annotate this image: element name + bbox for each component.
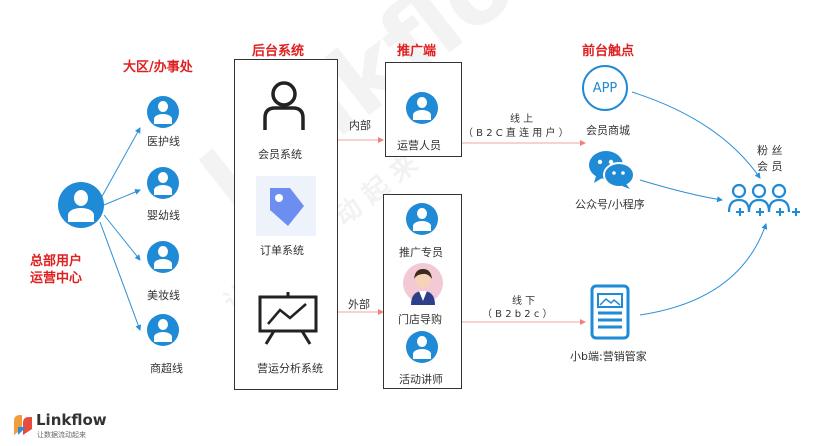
logo-name: Linkflow [36,411,107,429]
backend-item-label: 会员系统 [258,148,302,161]
online-label-line2: （ B 2 C 直 连 用 户 ） [463,128,569,139]
external-label: 外部 [348,298,370,311]
internal-label: 内部 [349,119,371,132]
backend-item-label: 营运分析系统 [257,362,323,375]
region-item-label: 美妆线 [147,289,180,302]
tag-icon [256,176,316,236]
offline-label-line2: （ B 2 b 2 c ） [482,309,553,320]
small-b-label: 小b端:营销管家 [570,350,647,363]
hq-to-region-line [103,214,141,261]
app-icon-text: APP [592,80,618,96]
promo-header: 推广端 [397,44,437,59]
lecturer-label: 活动讲师 [399,373,443,386]
region-item-icon [147,314,179,346]
region-item-label: 婴幼线 [147,209,180,222]
hq-label-line1: 总部用户 [30,254,83,269]
region-item-icon [147,167,179,199]
hq-label-line2: 运营中心 [30,271,83,286]
promo-internal-box [385,62,462,157]
logo-tagline: 让数据流动起来 [37,431,86,439]
member-icon [263,81,305,130]
region-item-icon [147,241,179,273]
wechat-to-fans-curve [639,179,723,203]
smallb-to-fans-curve [639,223,768,316]
wechat-label: 公众号/小程序 [575,198,645,211]
app-to-fans-curve [631,91,761,179]
hq-user-icon [58,182,104,228]
promoter-label: 推广专员 [399,246,443,259]
backend-item-label: 订单系统 [260,244,304,257]
fans-label-line1: 粉 丝 [757,144,783,157]
offline-label-line1: 线 下 [512,296,536,307]
fans-group-icon [727,183,800,216]
region-item-label: 商超线 [150,362,183,375]
store-guide-icon [403,263,443,305]
front-header: 前台触点 [582,44,635,59]
app-icon: APP [582,65,628,111]
app-label: 会员商城 [586,124,630,137]
promoter-icon [406,203,438,235]
wechat-icon [589,151,635,189]
linkflow-logo-icon [14,415,32,435]
operator-icon [406,92,438,124]
phone-app-icon [590,284,630,340]
operator-label: 运营人员 [397,139,441,152]
hq-to-region-line [103,189,141,206]
fans-label-line2: 会 员 [757,160,783,173]
online-label-line1: 线 上 [510,114,534,125]
backend-header: 后台系统 [252,44,305,59]
region-item-icon [147,96,179,128]
region-header: 大区/办事处 [123,60,193,75]
hq-to-region-line [99,221,142,331]
lecturer-icon [406,331,438,363]
store-guide-label: 门店导购 [398,313,442,326]
region-item-label: 医护线 [147,135,180,148]
analytics-board-icon [258,292,318,345]
hq-to-region-line [99,127,141,201]
